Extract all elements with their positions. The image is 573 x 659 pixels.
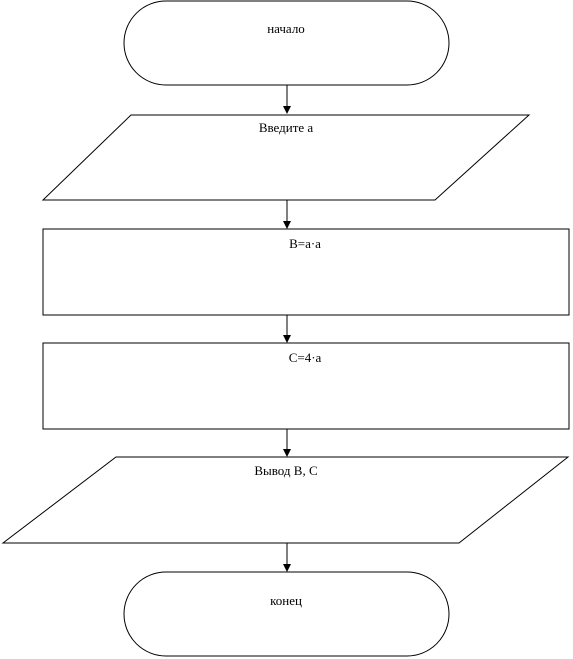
output-node: Вывод В, С	[1, 456, 570, 544]
end-shape	[123, 571, 450, 657]
input-node: Введите а	[41, 114, 531, 201]
arrowhead	[283, 564, 291, 572]
input-shape	[41, 114, 531, 201]
arrow-output-to-end	[283, 543, 291, 572]
process-1-shape	[42, 228, 570, 316]
start-label: начало	[267, 21, 305, 36]
arrowhead	[283, 449, 291, 457]
process-2-label: С=4·а	[289, 350, 322, 365]
input-label: Введите а	[259, 120, 314, 135]
start-node: начало	[123, 0, 450, 86]
arrow-process-1-to-process-2	[283, 315, 291, 343]
arrowhead	[283, 221, 291, 229]
process-2-node: С=4·а	[42, 342, 570, 430]
arrow-process-2-to-output	[283, 429, 291, 457]
end-label: конец	[270, 593, 302, 608]
process-2-shape	[42, 342, 570, 430]
process-1-label: В=а·а	[289, 236, 321, 251]
arrow-input-to-process-1	[283, 200, 291, 229]
process-1-node: В=а·а	[42, 228, 570, 316]
arrowhead	[283, 106, 291, 114]
start-shape	[123, 0, 450, 86]
output-shape	[1, 456, 570, 544]
output-label: Вывод В, С	[254, 463, 317, 478]
arrow-start-to-input	[283, 85, 291, 114]
end-node: конец	[123, 571, 450, 657]
arrowhead	[283, 335, 291, 343]
